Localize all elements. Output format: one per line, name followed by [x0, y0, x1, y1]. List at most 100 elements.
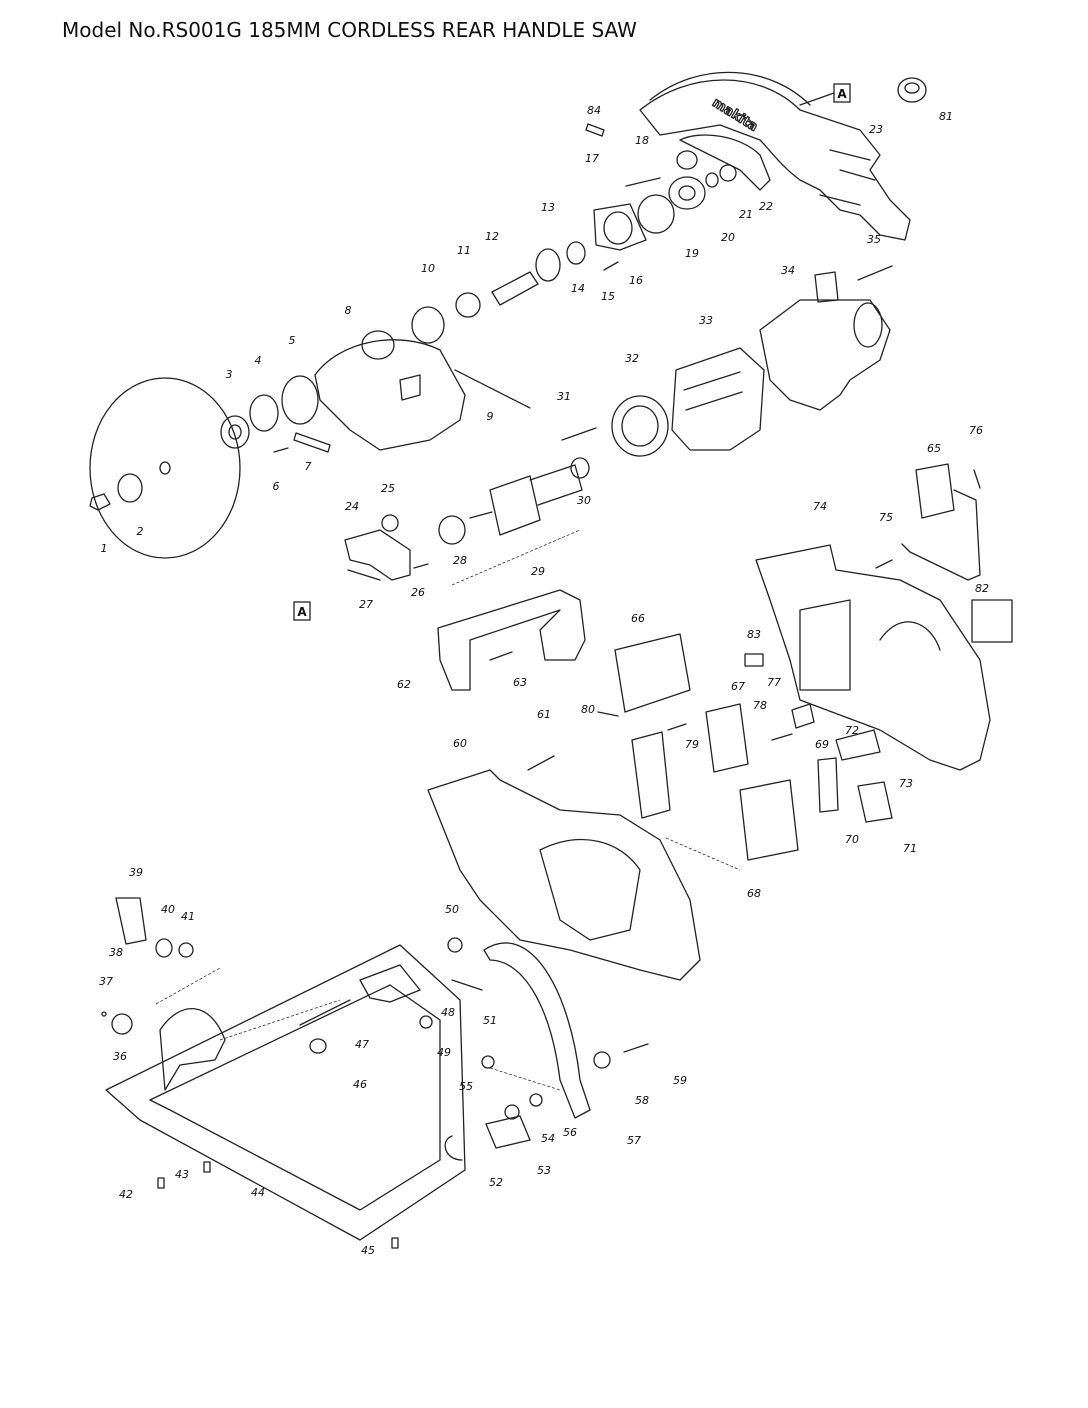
part-number-label-6: 6 — [273, 480, 280, 493]
bevel-guide-part — [483, 942, 591, 1119]
part-number-label-44: 44 — [251, 1186, 265, 1199]
part-number-label-66: 66 — [631, 612, 645, 625]
hook-part — [901, 463, 981, 581]
switch-assembly-part — [614, 633, 893, 861]
part-number-label-82: 82 — [975, 582, 989, 595]
part-number-label-46: 46 — [353, 1078, 367, 1091]
part-number-label-56: 56 — [563, 1126, 577, 1139]
part-number-label-70: 70 — [845, 833, 859, 846]
outer-flange-part — [117, 473, 143, 503]
part-number-label-19: 19 — [685, 247, 699, 260]
part-number-label-45: 45 — [361, 1244, 375, 1257]
screw-76-part — [973, 469, 981, 489]
part-number-label-37: 37 — [99, 975, 113, 988]
part-number-label-76: 76 — [969, 424, 983, 437]
part-number-label-58: 58 — [635, 1094, 649, 1107]
part-number-label-63: 63 — [513, 676, 527, 689]
part-number-label-14: 14 — [571, 282, 585, 295]
screw-17-part — [625, 177, 661, 187]
part-number-label-69: 69 — [815, 738, 829, 751]
part-number-label-27: 27 — [359, 598, 373, 611]
part-number-label-60: 60 — [453, 737, 467, 750]
spindle-group-part — [455, 241, 586, 318]
part-number-label-68: 68 — [747, 887, 761, 900]
saw-blade-part — [89, 377, 241, 559]
part-number-label-52: 52 — [489, 1176, 503, 1189]
part-number-label-42: 42 — [119, 1188, 133, 1201]
part-number-label-1: 1 — [101, 542, 108, 555]
screw-80-part — [597, 711, 619, 717]
part-number-label-72: 72 — [845, 724, 859, 737]
part-number-label-73: 73 — [899, 777, 913, 790]
part-number-label-81: 81 — [939, 110, 953, 123]
part-number-label-32: 32 — [625, 352, 639, 365]
part-number-label-39: 39 — [129, 866, 143, 879]
part-number-label-13: 13 — [541, 201, 555, 214]
screw-35-part — [857, 265, 893, 281]
part-number-label-40: 40 — [161, 903, 175, 916]
part-number-label-59: 59 — [673, 1074, 687, 1087]
part-number-label-80: 80 — [581, 703, 595, 716]
part-number-label-55: 55 — [459, 1080, 473, 1093]
screw-63-part — [489, 651, 513, 661]
part-number-label-16: 16 — [629, 274, 643, 287]
lever-part — [293, 432, 331, 453]
pin-part — [585, 123, 605, 137]
part-number-label-8: 8 — [345, 304, 352, 317]
spring-rod-part — [454, 369, 531, 409]
part-number-label-34: 34 — [781, 264, 795, 277]
part-number-label-36: 36 — [113, 1050, 127, 1063]
part-number-label-15: 15 — [601, 290, 615, 303]
screw-31-part — [561, 427, 597, 441]
part-number-label-51: 51 — [483, 1014, 497, 1027]
part-number-label-11: 11 — [457, 244, 471, 257]
part-number-label-35: 35 — [867, 233, 881, 246]
part-number-label-74: 74 — [813, 500, 827, 513]
baffle-part — [611, 395, 669, 457]
part-number-label-67: 67 — [731, 680, 745, 693]
hex-bolt-part — [89, 493, 111, 511]
part-number-label-18: 18 — [635, 134, 649, 147]
leader-lines — [155, 529, 741, 1091]
ref-marker-a-bottom: A — [293, 601, 311, 621]
part-number-label-41: 41 — [181, 910, 195, 923]
screw-61-part — [527, 755, 555, 771]
part-number-label-65: 65 — [927, 442, 941, 455]
armature-part — [438, 457, 590, 545]
part-number-label-31: 31 — [557, 390, 571, 403]
part-number-label-48: 48 — [441, 1006, 455, 1019]
part-number-label-20: 20 — [721, 231, 735, 244]
part-number-label-38: 38 — [109, 946, 123, 959]
part-number-label-33: 33 — [699, 314, 713, 327]
part-number-label-12: 12 — [485, 230, 499, 243]
part-number-label-61: 61 — [537, 708, 551, 721]
shaft-lock-part — [344, 514, 429, 581]
part-number-label-78: 78 — [753, 699, 767, 712]
screw-75-part — [875, 559, 893, 569]
screw-79-part — [667, 723, 687, 731]
page-title: Model No.RS001G 185MM CORDLESS REAR HAND… — [62, 18, 637, 42]
base-plate-part — [105, 944, 466, 1241]
part-number-label-25: 25 — [381, 482, 395, 495]
ref-marker-a-top: A — [799, 83, 851, 106]
part-number-label-54: 54 — [541, 1132, 555, 1145]
part-number-label-83: 83 — [747, 628, 761, 641]
part-number-label-28: 28 — [453, 554, 467, 567]
part-number-label-10: 10 — [421, 262, 435, 275]
stator-part — [671, 347, 765, 451]
part-number-labels: 1234567891011121314151617181920212223242… — [99, 104, 989, 1257]
housing-right-part — [755, 544, 991, 771]
lower-guard-part — [314, 330, 466, 451]
blade-guard-part: makita — [639, 71, 911, 241]
front-handle-part — [437, 589, 586, 691]
housing-left-part — [427, 769, 701, 981]
part-number-label-4: 4 — [255, 354, 262, 367]
label-82-part — [971, 599, 1013, 643]
flange-rings-part — [220, 375, 319, 449]
part-number-label-84: 84 — [587, 104, 601, 117]
part-number-label-50: 50 — [445, 903, 459, 916]
part-number-label-43: 43 — [175, 1168, 189, 1181]
part-number-label-49: 49 — [437, 1046, 451, 1059]
part-number-label-53: 53 — [537, 1164, 551, 1177]
